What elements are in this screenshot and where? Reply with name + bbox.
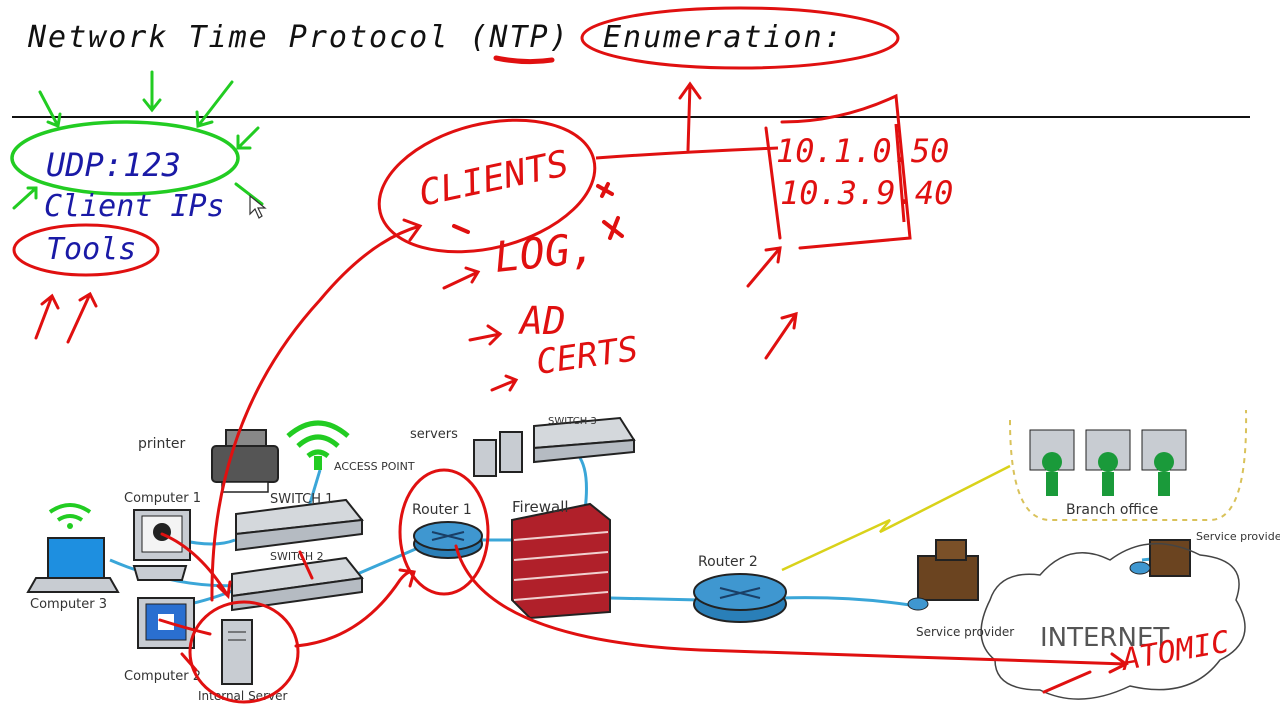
- branch-office-label: Branch office: [1066, 502, 1158, 518]
- switch-1-label: SWITCH 1: [270, 492, 333, 507]
- tools-circle: [12, 223, 160, 277]
- switch-3: [533, 416, 636, 464]
- router-1: [413, 521, 483, 559]
- red-network-annotations: [158, 218, 1129, 704]
- branch-office: [1009, 409, 1248, 521]
- green-arrows: [12, 70, 264, 210]
- clients-label: CLIENTS: [415, 143, 572, 215]
- router-2: [693, 573, 787, 623]
- router-1-label: Router 1: [412, 502, 472, 518]
- computer-1-label: Computer 1: [124, 491, 201, 506]
- access-point-label: ACCESS POINT: [334, 460, 415, 473]
- red-small-arrows: [442, 81, 798, 392]
- ntp-underline: [493, 55, 555, 65]
- udp-port-note: UDP:123: [46, 146, 181, 184]
- computer-3: [26, 503, 120, 593]
- ip-box: [764, 93, 912, 250]
- printer: [211, 429, 279, 493]
- computer-3-label: Computer 3: [30, 597, 107, 612]
- ip-address-1: 10.1.0.50: [776, 132, 949, 170]
- switch-2: [231, 556, 364, 612]
- mouse-cursor: [249, 194, 267, 219]
- service-provider-left-building: [907, 539, 979, 611]
- computer-2-label: Computer 2: [124, 669, 201, 684]
- firewall-label: Firewall: [512, 498, 569, 516]
- page-subtitle: Enumeration:: [603, 20, 844, 55]
- router-2-label: Router 2: [698, 554, 758, 570]
- printer-label: printer: [138, 436, 186, 452]
- switch-2-label: SWITCH 2: [270, 550, 324, 563]
- service-provider-left-label: Service provider: [916, 625, 1014, 639]
- servers: [473, 431, 523, 477]
- servers-label: servers: [410, 427, 458, 442]
- firewall: [511, 502, 611, 620]
- wan-lightning-link: [781, 464, 1011, 572]
- red-scribbles: [452, 182, 624, 240]
- enumeration-circle: [580, 6, 900, 70]
- ip-address-2: 10.3.9.40: [780, 174, 953, 212]
- udp-circle: [10, 120, 240, 196]
- service-provider-right-building: [1129, 539, 1191, 577]
- switch-3-label: SWITCH 3: [548, 416, 597, 427]
- clients-circle: [377, 118, 597, 254]
- clients-to-ip-line: [595, 146, 779, 160]
- page-title: Network Time Protocol (NTP): [27, 20, 570, 55]
- internet-label: INTERNET: [1040, 623, 1169, 653]
- internet-cloud: [980, 542, 1246, 700]
- access-point: [286, 420, 350, 470]
- switch-1: [235, 498, 364, 552]
- client-ips-note: Client IPs: [44, 189, 225, 224]
- service-provider-right-label: Service provider: [1196, 530, 1280, 543]
- internal-server: [221, 619, 253, 685]
- ad-label: AD: [518, 299, 566, 343]
- log-label: LOG,: [492, 223, 598, 282]
- tools-arrows: [34, 291, 98, 344]
- ip-divider: [894, 123, 906, 223]
- tools-note: Tools: [46, 232, 136, 267]
